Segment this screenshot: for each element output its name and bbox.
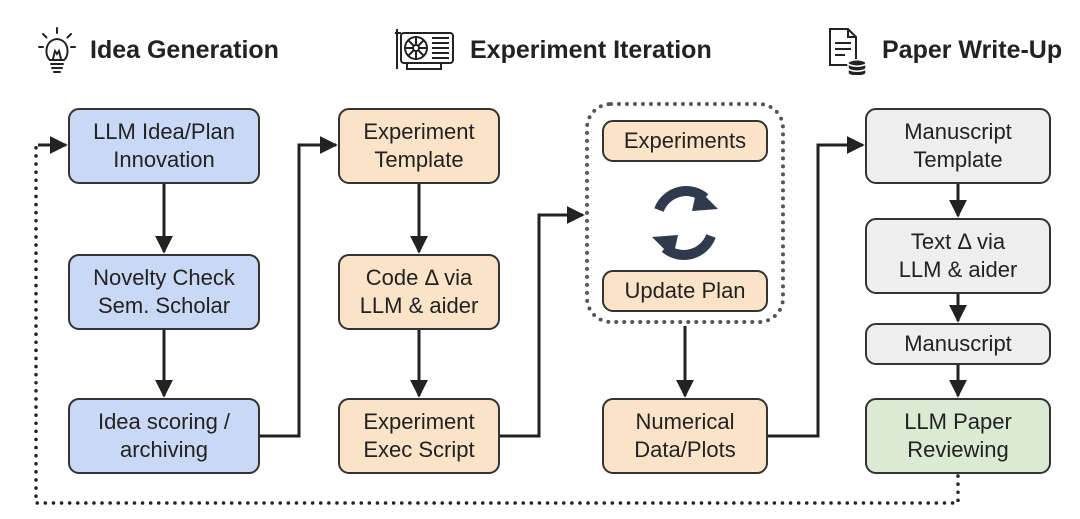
header-idea-generation: Idea Generation (38, 24, 279, 76)
feedback-loop-dotted (34, 143, 960, 505)
header-experiment-iteration: Experiment Iteration (394, 24, 712, 76)
refresh-cycle-icon (652, 186, 718, 260)
header-title: Paper Write-Up (882, 35, 1063, 64)
numerical-data-plots-box: Numerical Data/Plots (602, 398, 768, 474)
arrow-exec-to-loop (500, 206, 585, 438)
experiment-exec-script-box: Experiment Exec Script (338, 398, 500, 474)
arrow-scoring-to-template (260, 136, 338, 438)
gpu-card-icon (395, 29, 454, 70)
lightbulb-icon (38, 27, 76, 73)
text-delta-box: Text Δ via LLM & aider (865, 218, 1051, 294)
header-title: Idea Generation (90, 35, 279, 64)
novelty-check-box: Novelty Check Sem. Scholar (68, 254, 260, 330)
code-delta-box: Code Δ via LLM & aider (338, 254, 500, 330)
llm-paper-reviewing-box: LLM Paper Reviewing (865, 398, 1051, 474)
manuscript-template-box: Manuscript Template (865, 108, 1051, 184)
document-database-icon (829, 28, 867, 75)
llm-idea-plan-innovation-box: LLM Idea/Plan Innovation (68, 108, 260, 184)
arrow-numerical-to-manuscript-template (768, 136, 865, 438)
experiments-box: Experiments (602, 120, 768, 162)
experiment-template-box: Experiment Template (338, 108, 500, 184)
idea-scoring-box: Idea scoring / archiving (68, 398, 260, 474)
manuscript-box: Manuscript (865, 323, 1051, 365)
experiment-loop-frame (585, 102, 785, 324)
header-title: Experiment Iteration (470, 35, 712, 64)
header-paper-write-up: Paper Write-Up (826, 24, 1062, 76)
update-plan-box: Update Plan (602, 270, 768, 312)
